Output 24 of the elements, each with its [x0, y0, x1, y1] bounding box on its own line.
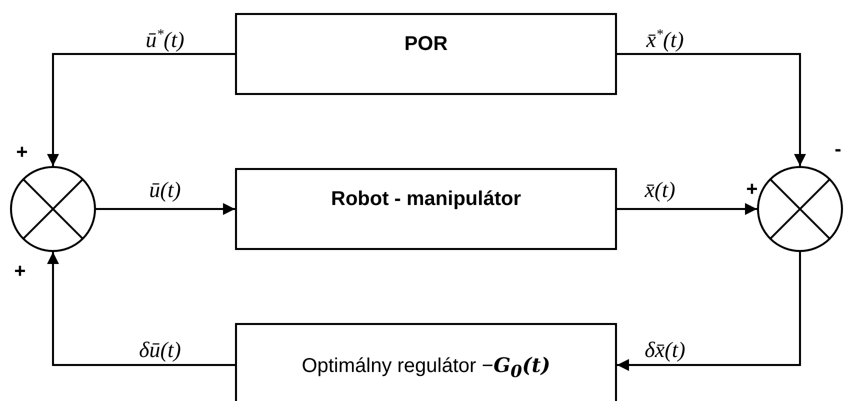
- signal-arrow: [617, 203, 757, 215]
- signal-label: ū$^{*}$(t): [146, 27, 184, 53]
- signal-arrow: [47, 53, 235, 166]
- sign-label: -: [834, 138, 842, 162]
- signal-label: δū(t): [139, 337, 181, 363]
- signal-arrow: [617, 53, 806, 166]
- signal-label: δx̄(t): [644, 337, 686, 363]
- summing-junction: [10, 166, 96, 252]
- process-block: [235, 13, 617, 95]
- signal-arrow: [47, 252, 235, 366]
- block-label: POR: [404, 33, 448, 56]
- signal-arrow: [617, 252, 801, 371]
- signal-label: x̄$^{*}$(t): [646, 27, 684, 53]
- signal-arrow: [96, 203, 235, 215]
- process-block: [235, 323, 617, 401]
- block-label: Robot - manipulátor: [331, 188, 521, 211]
- sign-label: +: [14, 260, 26, 284]
- signal-label: x̄(t): [644, 177, 676, 203]
- block-label: Optimálny regulátor −G$_{0}$(t): [302, 353, 550, 381]
- process-block: [235, 168, 617, 250]
- summing-junction: [757, 166, 843, 252]
- sign-label: +: [16, 142, 28, 164]
- sign-label: +: [746, 178, 758, 202]
- signal-label: ū(t): [149, 177, 181, 203]
